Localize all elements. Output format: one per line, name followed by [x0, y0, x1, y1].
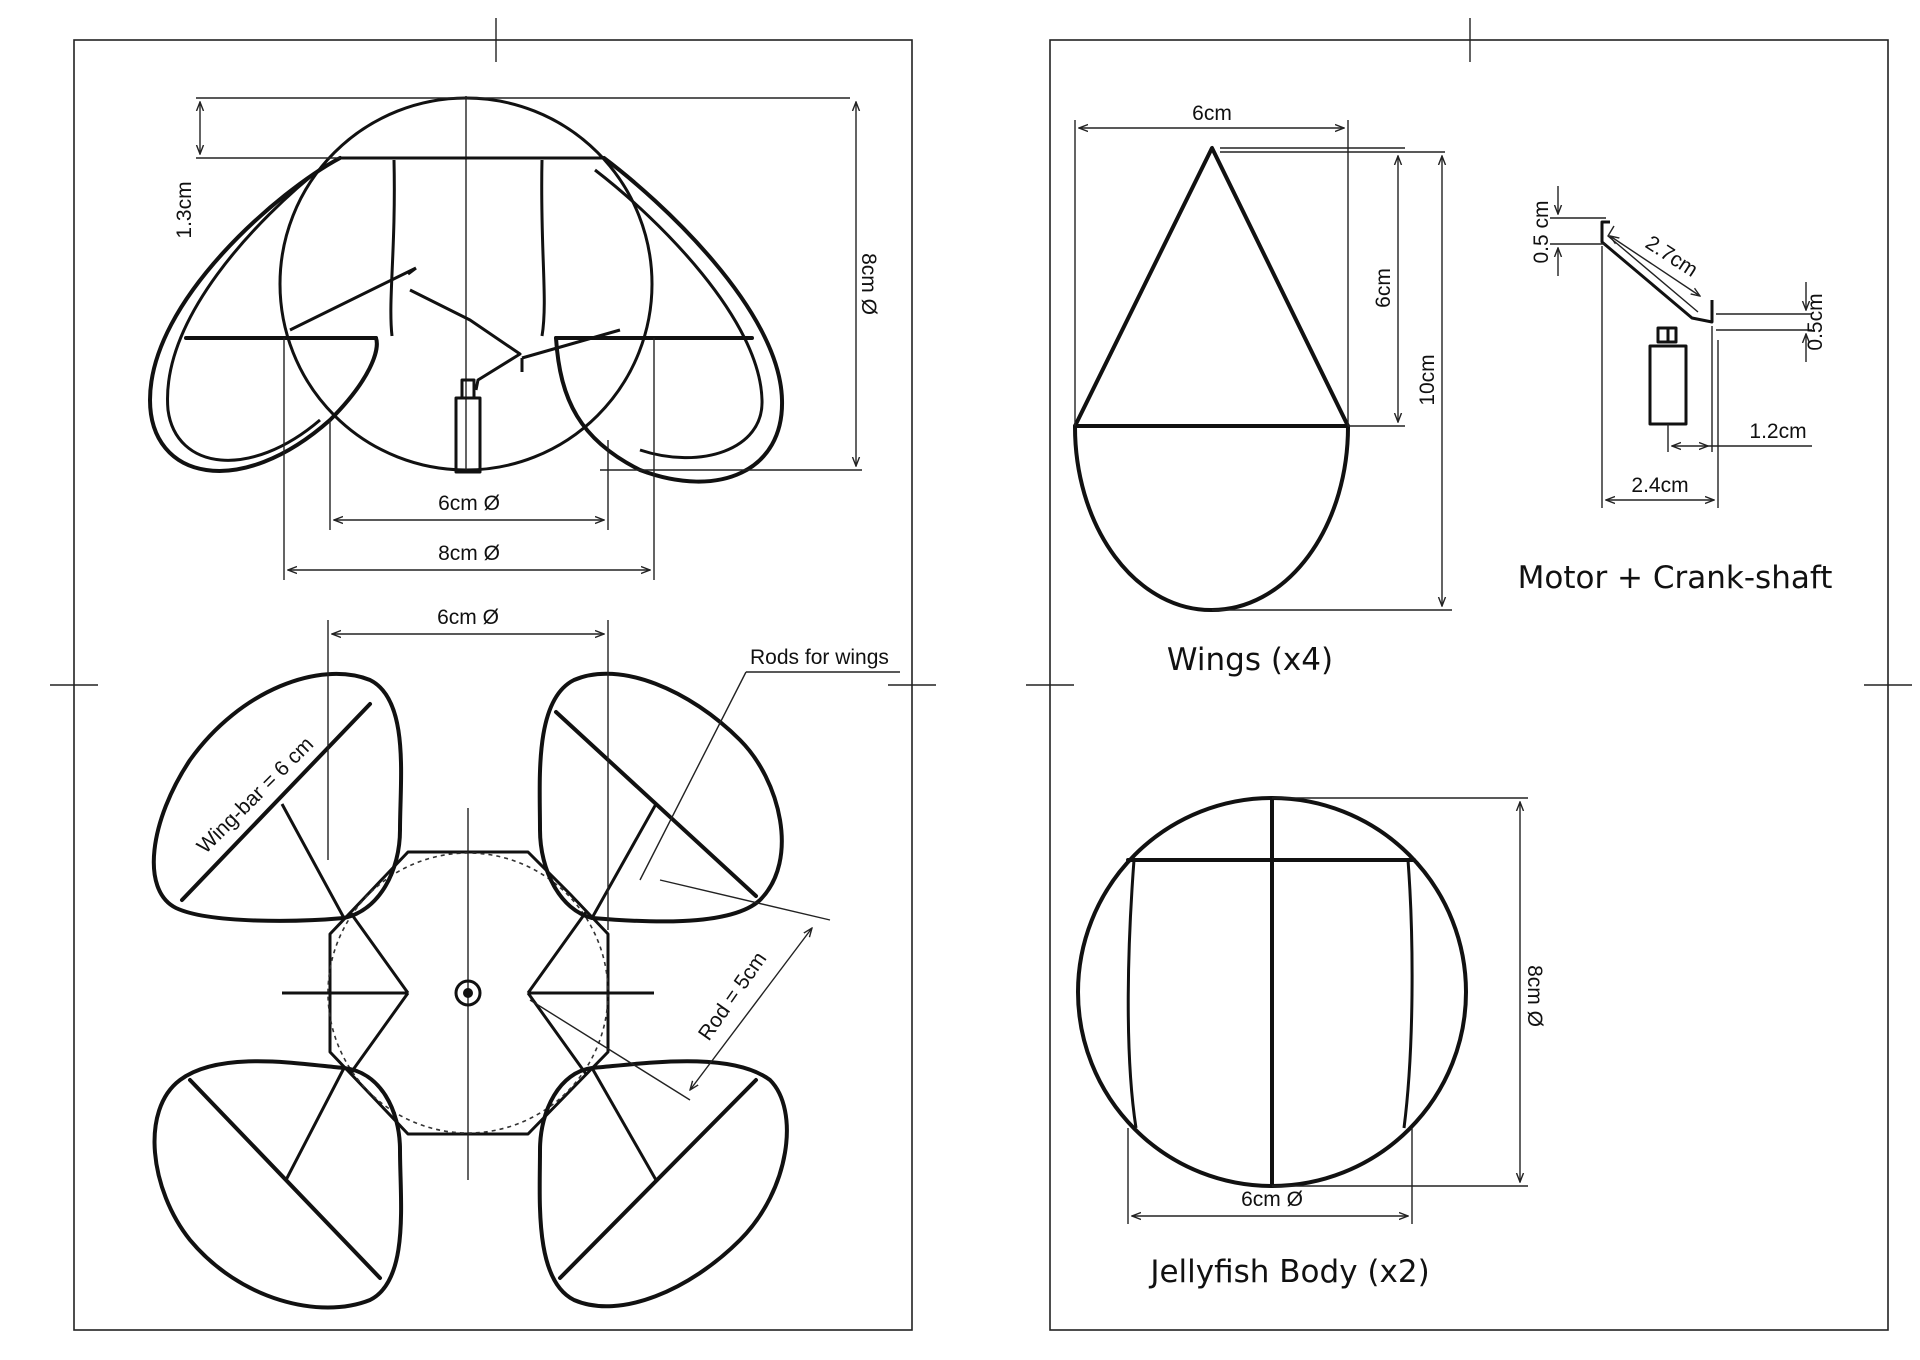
wing-upper-label: 6cm [1372, 268, 1395, 308]
wing-bottom-right [537, 1059, 789, 1309]
motor-crank-drawing: 0.5 cm 2.7cm 0.5cm 1.2cm 2.4cm Motor + C… [1518, 186, 1833, 596]
extension-line [659, 879, 831, 921]
dim-label-8: 8cm Ø [438, 542, 500, 565]
wing-top-right [537, 671, 784, 924]
body-right-strip [1402, 859, 1414, 1129]
body-left-strip [1126, 859, 1138, 1129]
wing-width-label: 6cm [1192, 102, 1232, 125]
motor-body [454, 396, 482, 474]
left-rods [348, 911, 410, 1075]
right-rods [526, 911, 588, 1075]
wing-total-label: 10cm [1416, 354, 1439, 405]
crank-shaft [409, 288, 522, 391]
wing-shape [1072, 146, 1351, 613]
inner-strip [540, 159, 546, 337]
dim-arrow-27 [1610, 236, 1700, 296]
crank-rod [520, 328, 621, 372]
dim-label-13: 1.3cm [173, 181, 196, 238]
dim-arrow-rod [690, 928, 812, 1090]
extension-line [529, 999, 691, 1101]
dim-label-8-side: 8cm Ø [857, 253, 880, 315]
sheet-frames [50, 18, 1912, 1331]
inner-strip [389, 159, 396, 337]
top-view-assembly: 6cm Ø Rods for wings Wing-bar = 6 cm Rod… [151, 606, 900, 1310]
dim-label-6: 6cm Ø [438, 492, 500, 515]
jellyfish-body-drawing: 8cm Ø 6cm Ø Jellyfish Body (x2) [1076, 796, 1546, 1290]
wing-bottom-left [152, 1059, 404, 1310]
left-wing-outline [148, 156, 379, 473]
wings-title: Wings (x4) [1167, 642, 1333, 678]
wing-rod-bottom-left [284, 1067, 346, 1181]
dim-label-24: 2.4cm [1631, 474, 1688, 497]
motor-title: Motor + Crank-shaft [1518, 560, 1833, 596]
wing-part-drawing: 6cm 6cm 10cm Wings (x4) [1072, 102, 1452, 678]
body-title: Jellyfish Body (x2) [1148, 1254, 1429, 1290]
center-hub-dot [463, 988, 473, 998]
dim-label-05-right: 0.5cm [1804, 293, 1827, 350]
rods-for-wings-label: Rods for wings [750, 646, 889, 669]
motor-body [1648, 344, 1688, 426]
wing-rod-top-right [590, 803, 658, 919]
body-8-label: 8cm Ø [1523, 965, 1546, 1027]
wing-top-left [151, 671, 404, 923]
crank-rod [289, 266, 417, 332]
wing-rod-top-left [280, 803, 346, 919]
center-hub-ring [454, 979, 482, 1007]
dim-label-6-top: 6cm Ø [437, 606, 499, 629]
right-wing-outline [554, 156, 785, 484]
right-wing-inner [594, 168, 764, 460]
right-sheet-frame [1049, 39, 1889, 1331]
body-6-label: 6cm Ø [1241, 1188, 1303, 1211]
motor-cap [1656, 326, 1678, 344]
side-view-assembly: 1.3cm 8cm Ø 6cm Ø 8cm Ø [148, 96, 880, 580]
wing-rod-bottom-right [590, 1067, 658, 1181]
wing-bar-top-left [180, 702, 372, 902]
dim-label-12: 1.2cm [1749, 420, 1806, 443]
dim-label-05-left: 0.5 cm [1530, 200, 1553, 263]
motor-shaft [460, 378, 476, 400]
left-wing-inner [166, 163, 326, 462]
wing-bar-bottom-right [558, 1078, 758, 1280]
callout-leader [639, 671, 747, 881]
dim-label-27: 2.7cm [1641, 231, 1701, 281]
wing-bar-label: Wing-bar = 6 cm [193, 733, 319, 859]
